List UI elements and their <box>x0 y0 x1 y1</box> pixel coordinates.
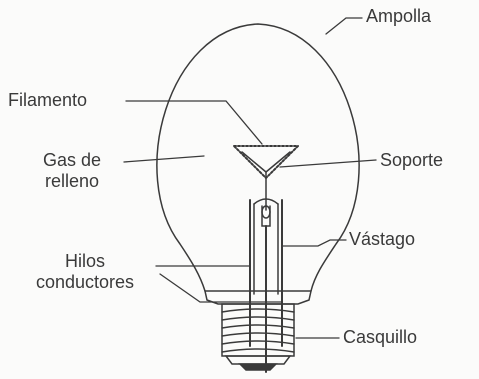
label-hilos-line2: conductores <box>35 272 135 292</box>
label-soporte: Soporte <box>380 150 444 170</box>
filament <box>231 145 301 180</box>
label-gas-de-relleno: Gas de relleno <box>26 150 118 192</box>
label-hilos-line1: Hilos <box>64 251 105 271</box>
label-filamento: Filamento <box>8 90 88 110</box>
label-hilos-conductores: Hilos conductores <box>18 251 152 293</box>
screw-base <box>221 303 295 371</box>
label-gas-line2: relleno <box>44 171 100 191</box>
bulb-glass-outline <box>156 23 360 292</box>
label-ampolla: Ampolla <box>366 6 432 26</box>
lead-in-wires <box>249 199 283 373</box>
label-vastago: Vástago <box>349 229 416 249</box>
label-gas-line1: Gas de <box>42 150 102 170</box>
label-casquillo: Casquillo <box>343 327 418 347</box>
leader-lines <box>123 17 377 339</box>
cap-collar <box>204 290 312 305</box>
